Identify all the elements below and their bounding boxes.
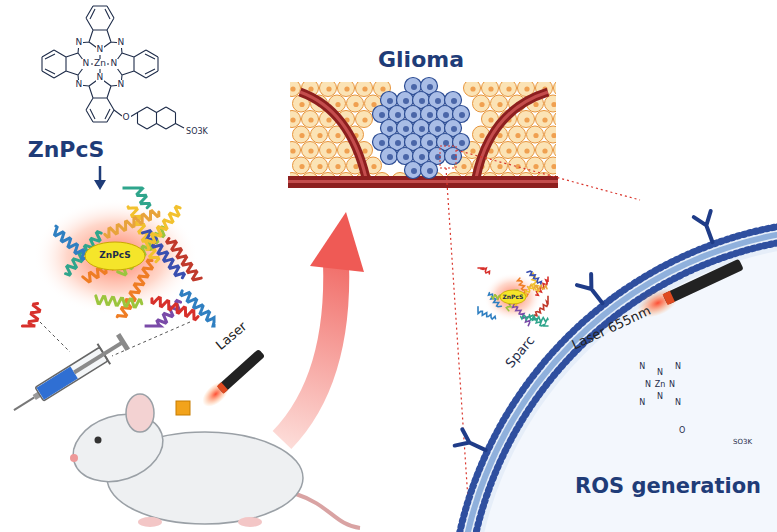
compound-name: ZnPcS bbox=[28, 138, 105, 162]
atom-label: N bbox=[656, 369, 664, 378]
atom-label: N bbox=[75, 80, 84, 90]
atom-label: N bbox=[644, 381, 652, 390]
zoom-line bbox=[446, 168, 470, 530]
atom-label: N bbox=[82, 59, 91, 69]
big-arrow bbox=[282, 262, 336, 440]
atom-label: N bbox=[674, 399, 682, 408]
compound-tag: ZnPcS bbox=[98, 251, 131, 261]
atom-label: O bbox=[678, 427, 686, 436]
zoom-box bbox=[440, 146, 456, 168]
atom-label: N bbox=[96, 45, 105, 55]
blood-vessels bbox=[288, 92, 558, 188]
atom-label: N bbox=[656, 393, 664, 402]
atom-label: N bbox=[96, 73, 105, 83]
atom-label: N bbox=[110, 59, 119, 69]
zoom-line bbox=[40, 322, 70, 352]
zoom-line bbox=[456, 150, 640, 200]
outcome-label: ROS generation bbox=[574, 475, 762, 498]
laser-pointer bbox=[198, 346, 268, 412]
atom-label: N bbox=[638, 363, 646, 372]
sparc-receptors bbox=[455, 189, 777, 450]
atom-label: Zn bbox=[654, 381, 667, 390]
atom-label: N bbox=[117, 80, 126, 90]
atom-label: Zn bbox=[93, 59, 107, 69]
zoom-line bbox=[112, 322, 190, 356]
syringe bbox=[8, 331, 132, 421]
atom-label: N bbox=[638, 399, 646, 408]
atom-label: O bbox=[122, 113, 131, 123]
atom-label: N bbox=[668, 381, 676, 390]
atom-label: N bbox=[75, 38, 84, 48]
receptor-label: Sparc bbox=[503, 333, 538, 370]
atom-label: N bbox=[674, 363, 682, 372]
cell-membrane bbox=[450, 220, 777, 532]
glioma-tissue bbox=[290, 82, 556, 178]
arrow-head bbox=[94, 180, 106, 190]
protein-ribbon bbox=[22, 188, 214, 326]
section-title: Glioma bbox=[378, 48, 464, 72]
laser-label: Laser bbox=[214, 319, 250, 353]
atom-label: N bbox=[117, 38, 126, 48]
protein-ribbon bbox=[478, 268, 548, 326]
atom-label: SO3K bbox=[732, 439, 753, 447]
molecule-structure bbox=[42, 6, 184, 129]
big-arrow-head bbox=[310, 212, 364, 272]
atom-label: SO3K bbox=[185, 128, 209, 137]
compound-tag: ZnPcS bbox=[502, 294, 525, 301]
tumor-cells bbox=[373, 78, 470, 179]
